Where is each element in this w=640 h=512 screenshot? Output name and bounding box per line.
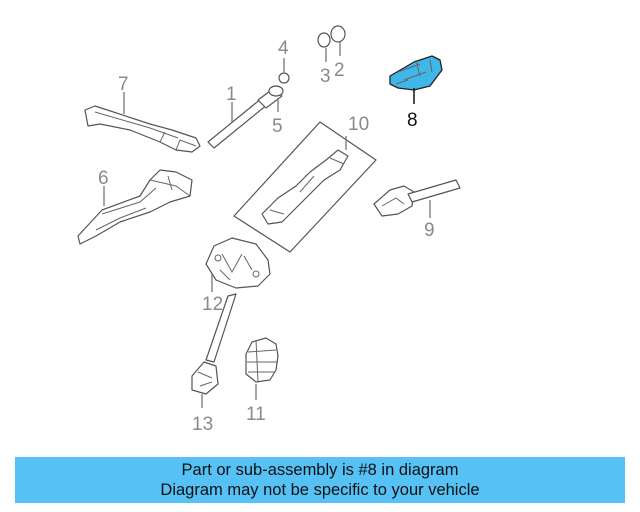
callout-8: 8: [407, 110, 418, 131]
callout-1: 1: [226, 84, 237, 105]
part-12-mounting-plate[interactable]: 12: [202, 237, 271, 315]
part-5-fitting[interactable]: 5: [268, 85, 284, 137]
part-13-intermediate-shaft[interactable]: 13: [191, 293, 237, 435]
caption-banner: [15, 457, 625, 503]
part-9-joint[interactable]: 9: [373, 179, 461, 241]
caption-line-2: Diagram may not be specific to your vehi…: [160, 481, 480, 499]
callout-13: 13: [192, 414, 213, 435]
callout-12: 12: [202, 294, 223, 315]
part-3-cap[interactable]: 3: [317, 32, 331, 87]
part-4-fitting[interactable]: 4: [278, 38, 290, 84]
callout-7: 7: [118, 74, 129, 95]
part-8-lock-housing[interactable]: 8: [389, 55, 443, 131]
part-10-column-assembly[interactable]: 10: [233, 114, 377, 253]
part-6-bracket[interactable]: 6: [77, 168, 193, 245]
callout-11: 11: [246, 404, 266, 425]
callout-2: 2: [334, 60, 345, 81]
callout-4: 4: [278, 38, 289, 59]
caption: Part or sub-assembly is #8 in diagram Di…: [15, 457, 625, 503]
part-11-boot[interactable]: 11: [245, 337, 279, 425]
part-7-bracket[interactable]: 7: [84, 74, 201, 153]
caption-line-1: Part or sub-assembly is #8 in diagram: [181, 461, 459, 479]
callout-5: 5: [272, 116, 283, 137]
callout-10: 10: [348, 114, 369, 135]
part-2-cap[interactable]: 2: [330, 25, 346, 81]
callout-6: 6: [98, 168, 109, 189]
callout-3: 3: [320, 66, 331, 87]
callout-9: 9: [424, 220, 435, 241]
